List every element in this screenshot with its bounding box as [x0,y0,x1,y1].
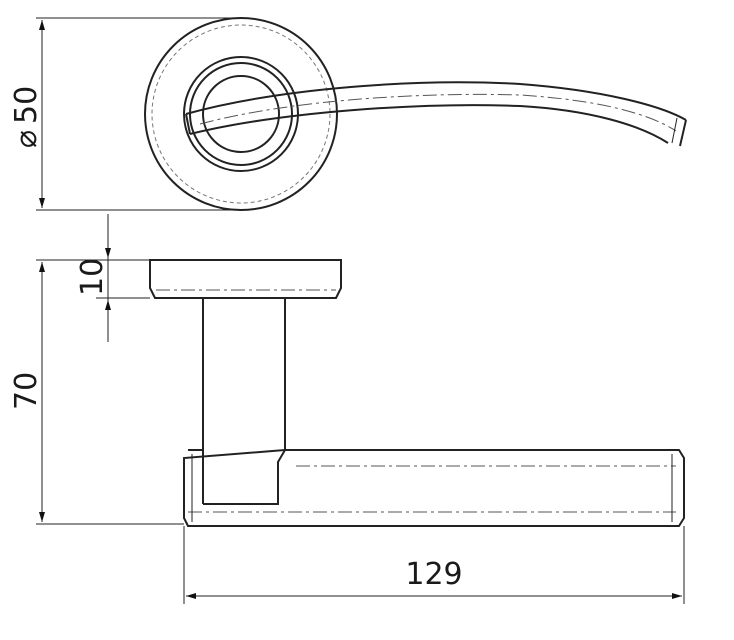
lever-body [183,449,685,527]
thickness-label: 10 [75,258,110,296]
lever-arm-end-inner [671,117,678,144]
height-label: 70 [9,372,44,410]
lever-arm-start [185,113,191,135]
rose-outer-dashed [151,24,331,204]
lever-arm-top [185,81,687,121]
lever-arm-end [679,119,687,147]
diameter-label: ⌀50 [9,86,44,148]
neck-notch [203,449,286,505]
length-label: 129 [405,557,462,592]
lever-arm-bottom [189,104,669,144]
side-view: 10 70 129 [9,214,685,604]
top-view: ⌀50 [9,17,687,211]
collar-circle [202,75,280,153]
rose-inner-circle-2 [189,62,293,166]
lever-arm-centerline [199,93,677,132]
rose-plate [149,259,342,299]
rose-inner-circle [183,56,299,172]
